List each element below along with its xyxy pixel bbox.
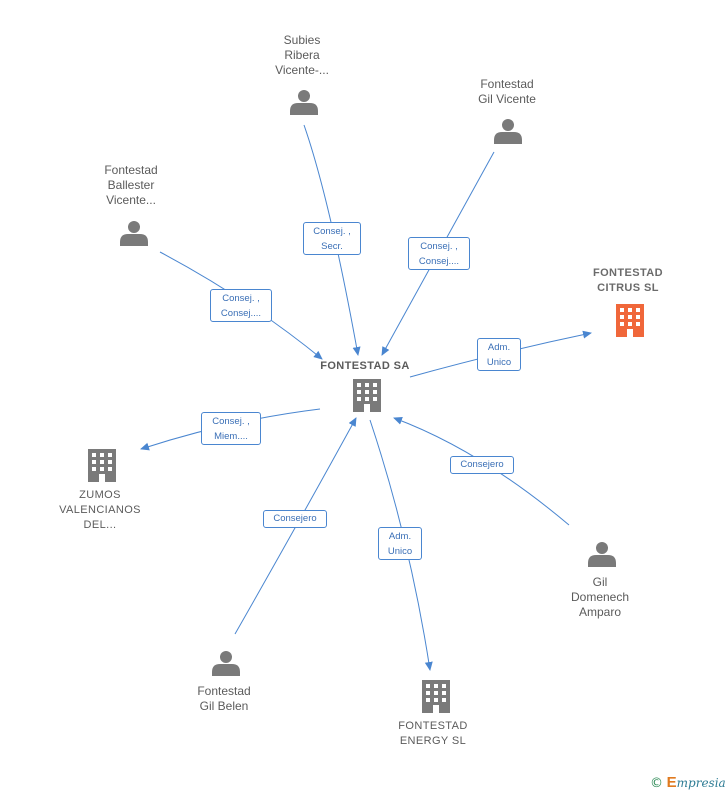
person-icon bbox=[212, 651, 240, 676]
brand-initial: E bbox=[666, 774, 677, 791]
edge-label-gil-vicente: Consej. , Consej.... bbox=[408, 237, 470, 270]
node-label-fontestad-sa[interactable]: FONTESTAD SA bbox=[320, 360, 410, 372]
brand-name: mpresia bbox=[676, 776, 726, 790]
node-label-gil-domenech[interactable]: Gil Domenech Amparo bbox=[570, 575, 630, 619]
edge-label-citrus: Adm. Unico bbox=[477, 338, 521, 371]
node-label-gil-vicente[interactable]: Fontestad Gil Vicente bbox=[478, 77, 536, 106]
node-label-energy[interactable]: FONTESTAD ENERGY SL bbox=[398, 720, 468, 747]
node-label-ballester[interactable]: Fontestad Ballester Vicente... bbox=[104, 163, 158, 207]
empresia-logo: © Empresia bbox=[650, 774, 726, 791]
person-icon bbox=[494, 119, 522, 144]
person-icon bbox=[120, 221, 148, 246]
node-label-gil-belen[interactable]: Fontestad Gil Belen bbox=[197, 684, 251, 713]
building-icon-energy bbox=[422, 680, 450, 713]
edge-label-zumos: Consej. , Miem.... bbox=[201, 412, 261, 445]
edge-label-energy: Adm. Unico bbox=[378, 527, 422, 560]
node-label-zumos[interactable]: ZUMOS VALENCIANOS DEL... bbox=[59, 489, 141, 531]
edge-label-ballester: Consej. , Consej.... bbox=[210, 289, 272, 322]
person-icon bbox=[588, 542, 616, 567]
building-icon-fontestad-sa bbox=[353, 379, 381, 412]
building-icon-citrus bbox=[616, 304, 644, 337]
node-label-citrus[interactable]: FONTESTAD CITRUS SL bbox=[592, 267, 663, 294]
edge-label-subies: Consej. , Secr. bbox=[303, 222, 361, 255]
copyright-symbol: © bbox=[650, 776, 663, 791]
node-label-subies[interactable]: Subies Ribera Vicente-... bbox=[275, 33, 329, 77]
edge-label-gil-belen: Consejero bbox=[263, 510, 327, 528]
edge-label-gil-domenech: Consejero bbox=[450, 456, 514, 474]
building-icon-zumos bbox=[88, 449, 116, 482]
person-icon bbox=[290, 90, 318, 115]
edge-subies-to-fontestad-sa bbox=[303, 124, 361, 356]
